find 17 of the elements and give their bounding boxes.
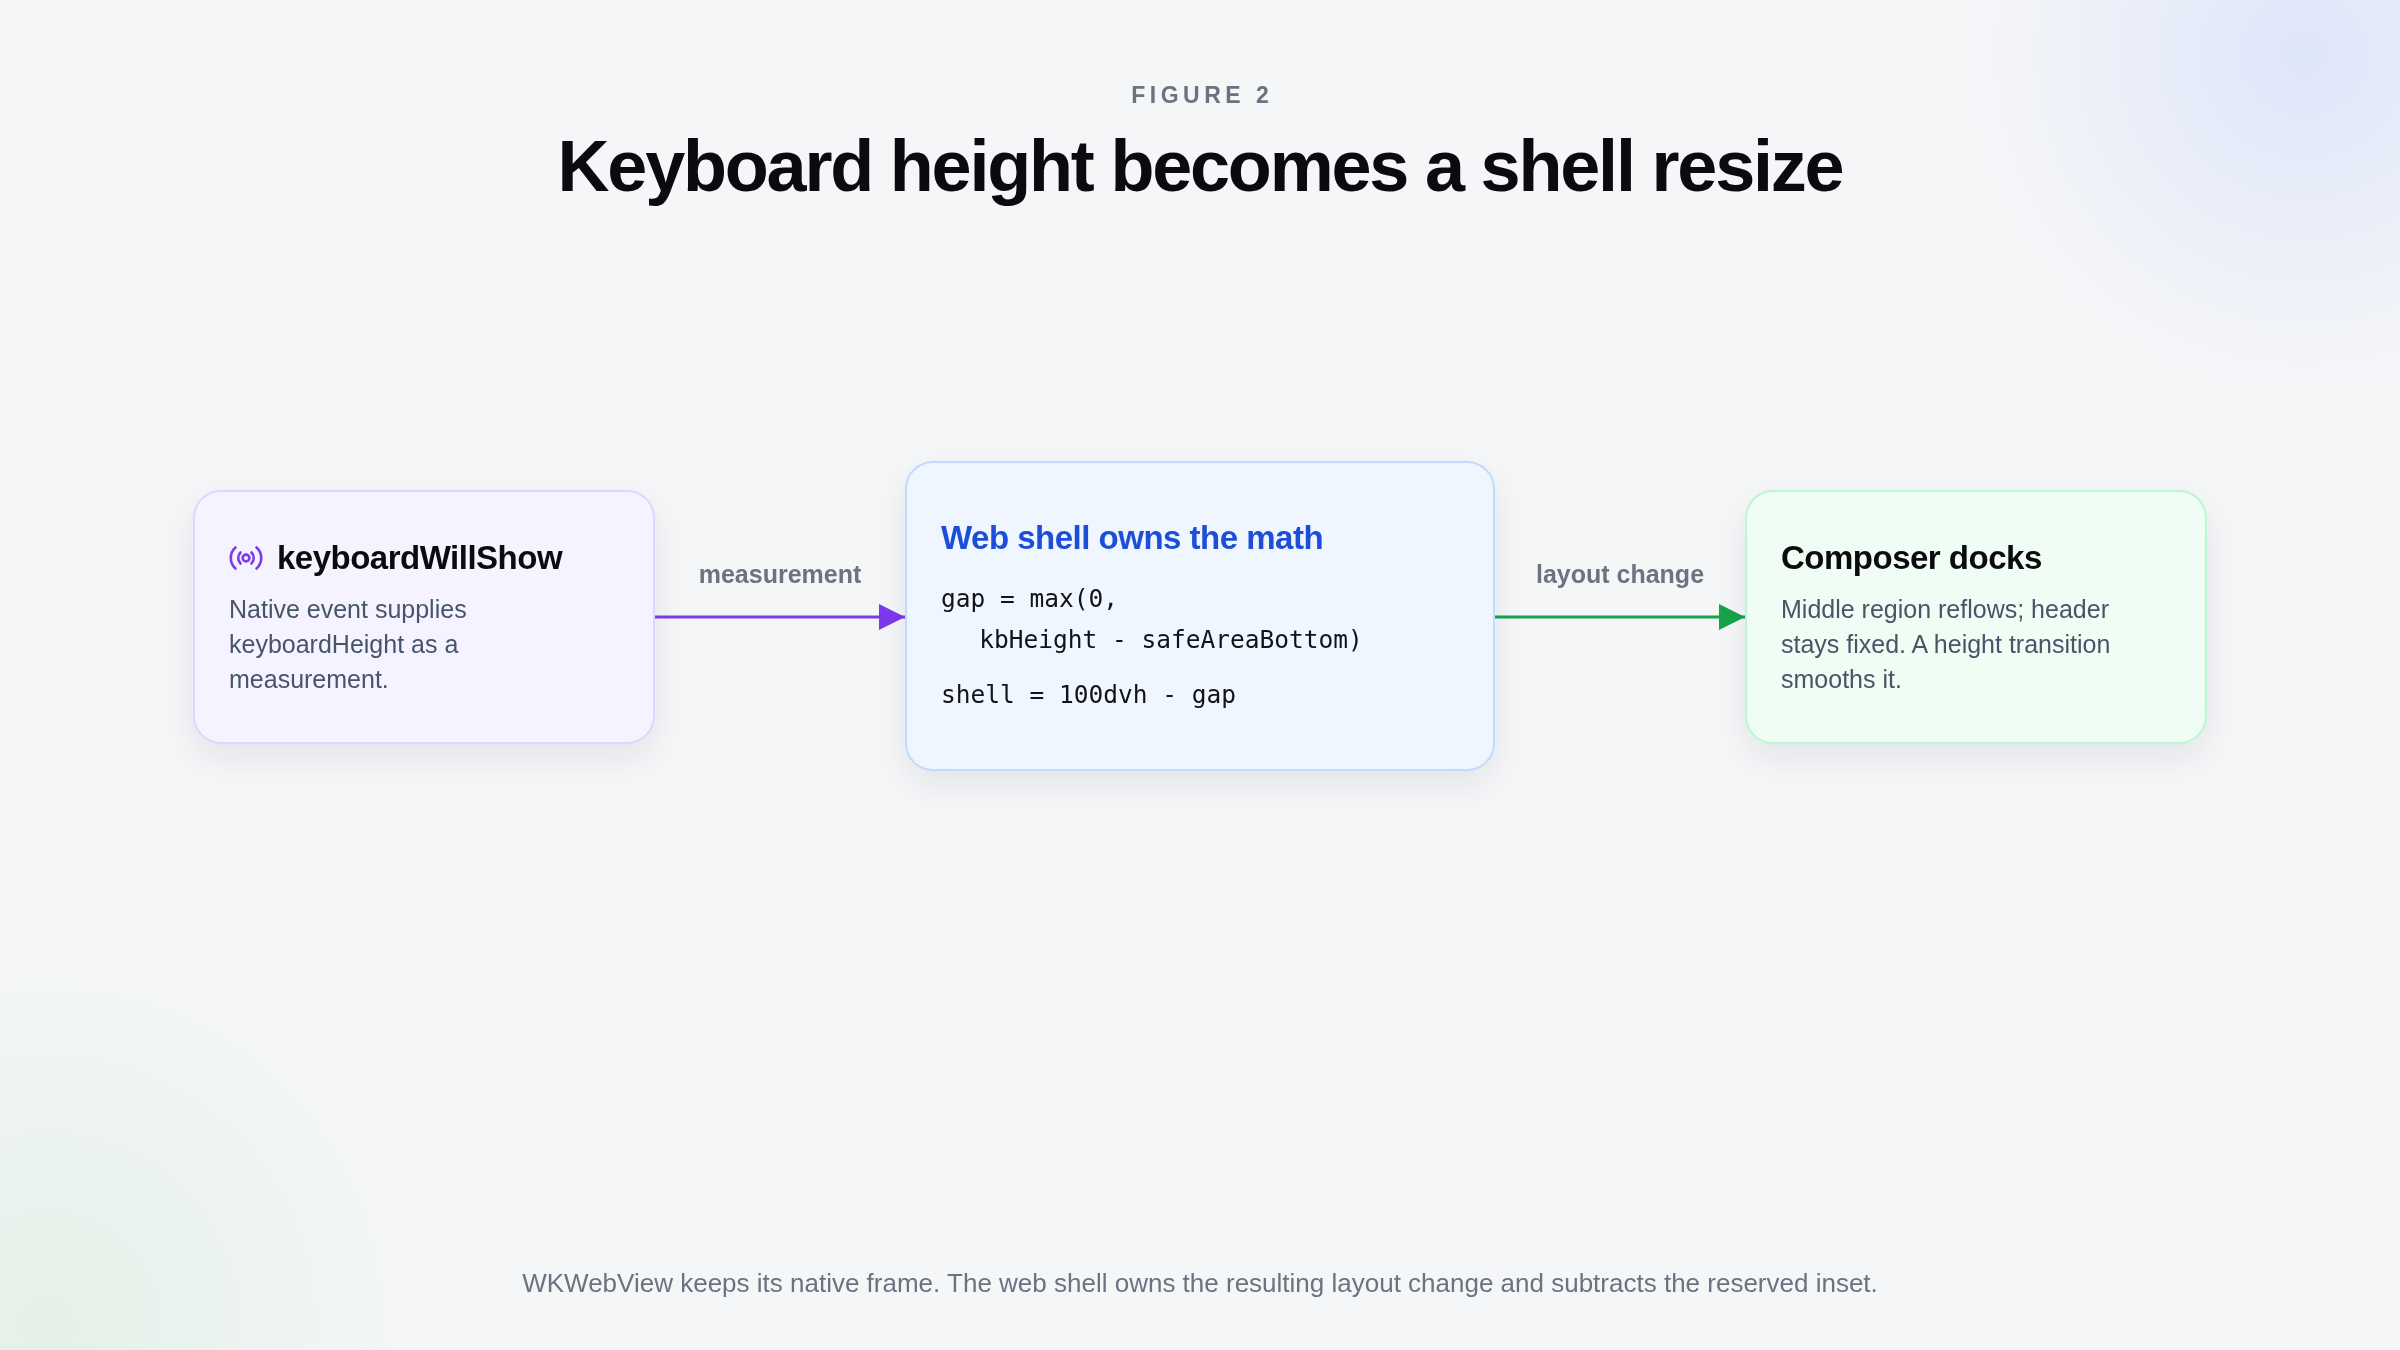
node-title: keyboardWillShow (277, 537, 563, 578)
process-box (193, 490, 655, 744)
figure-number: FIGURE 2 (1130, 81, 1274, 110)
diagram-title: Keyboard height becomes a shell resize (557, 126, 1843, 206)
node-description: Native event supplies keyboardHeight as a measurement. (229, 593, 468, 695)
node-title: Composer docks (1781, 537, 2042, 578)
node-description: Middle region reflows; header stays fixed. A height transition smooths it. (1781, 593, 2112, 695)
edge-label: layout change (1535, 559, 1705, 589)
caption: WKWebView keeps its native frame. The web shell owns the resulting layout change and subtracts the reserved inset. (522, 1267, 1878, 1300)
code-snippet: shell = 100dvh - gap (941, 678, 1237, 711)
code-snippet: gap = max(0, kbHeight - safeAreaBottom) (941, 582, 1364, 656)
process-box (1745, 490, 2207, 744)
node-title: Web shell owns the math (941, 517, 1324, 558)
edge-label: measurement (698, 559, 862, 589)
arrow (655, 604, 905, 630)
process-box (905, 461, 1495, 771)
arrow (1495, 604, 1745, 630)
